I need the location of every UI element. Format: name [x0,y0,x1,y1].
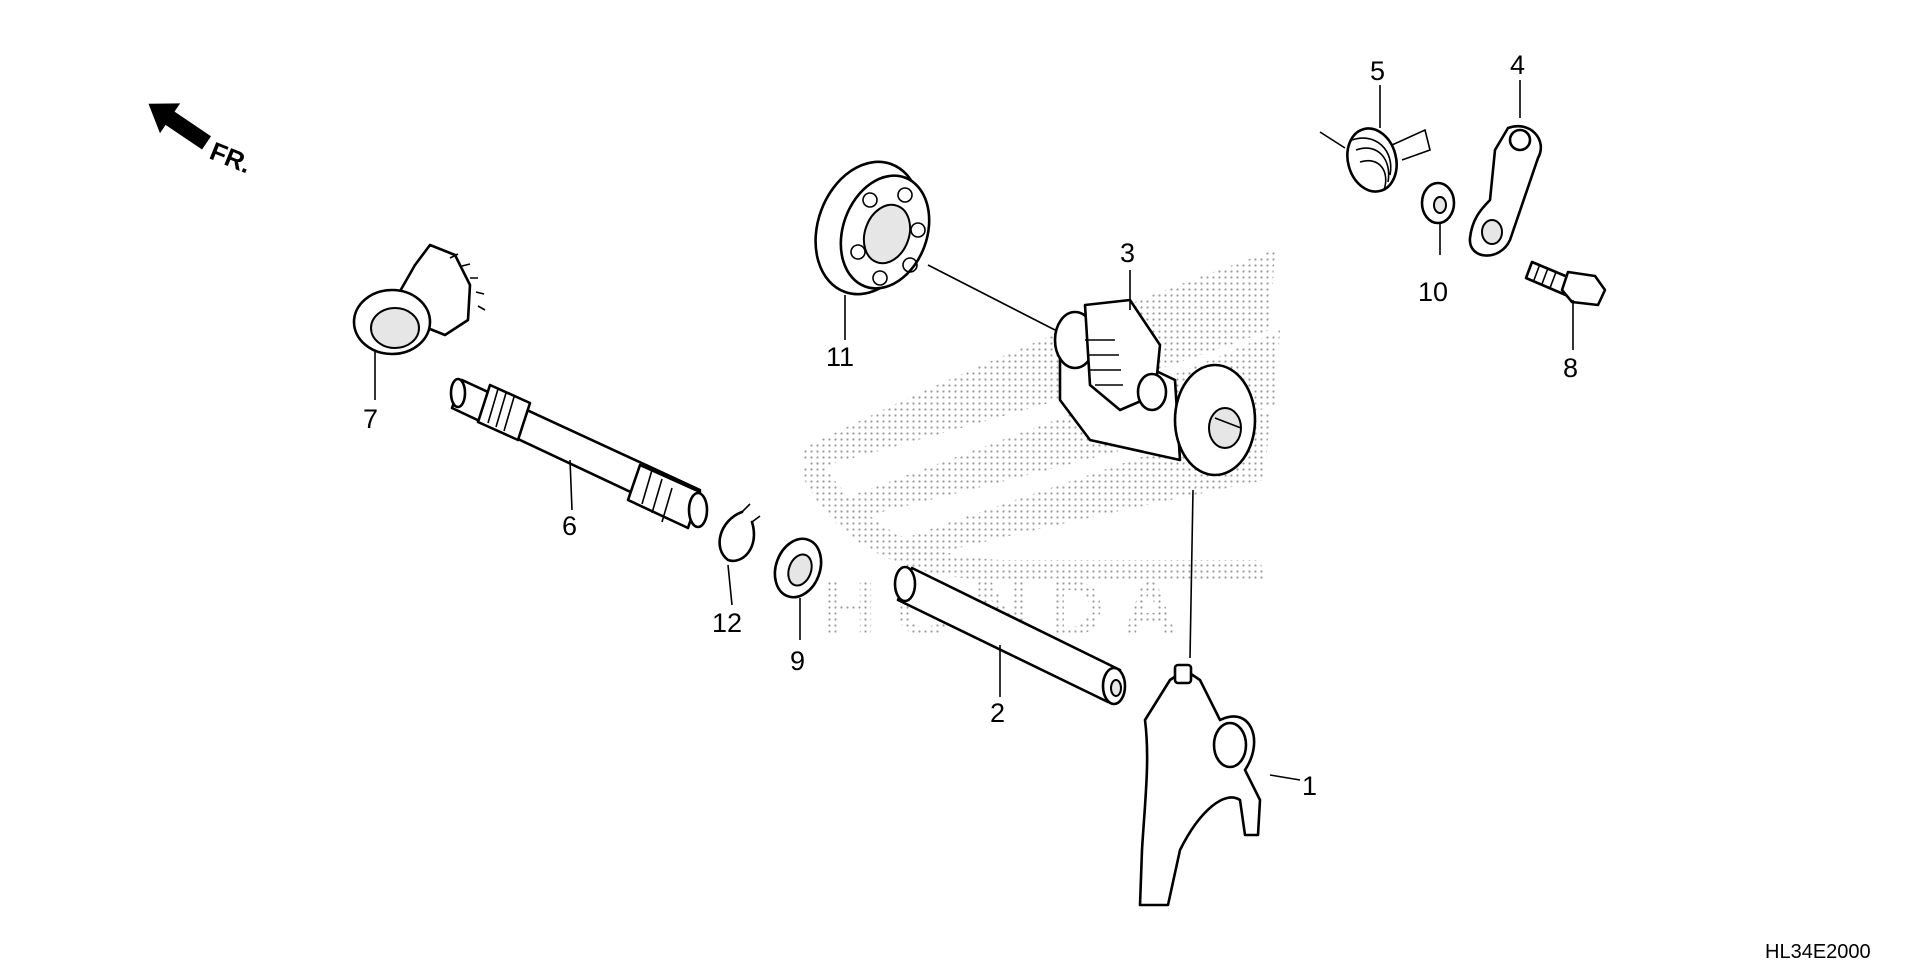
part-10-washer [1420,181,1456,225]
callout-6: 6 [562,511,577,541]
part-8-bolt [1524,260,1607,307]
front-arrow-icon [148,103,212,150]
part-3-shift-drum [1053,298,1257,477]
callout-4: 4 [1510,50,1525,80]
part-7-gear-sector [352,243,486,356]
callout-1: 1 [1302,771,1317,801]
callout-12: 12 [712,608,742,638]
callout-10: 10 [1418,277,1448,307]
callout-5: 5 [1370,56,1385,86]
leader-lines [374,80,1574,781]
diagram-code: HL34E2000 [1765,941,1871,960]
part-12-circlip [718,503,761,563]
part-1-shift-fork [1138,663,1262,907]
part-2-fork-shaft [893,565,1127,706]
part-5-spring [1319,127,1431,193]
direction-label: FR. [206,136,256,180]
callout-11: 11 [826,342,854,372]
callout-9: 9 [790,646,805,676]
callout-7: 7 [363,404,378,434]
callout-2: 2 [990,698,1005,728]
callouts: 1 2 3 4 5 6 7 8 9 10 11 12 [363,50,1578,801]
part-11-bearing [814,160,931,296]
front-direction-indicator: FR. [148,103,256,180]
part-4-stopper-arm [1468,125,1543,257]
part-6-shift-shaft [449,377,709,530]
part-9-washer [773,537,823,599]
callout-8: 8 [1563,353,1578,383]
callout-3: 3 [1120,238,1135,268]
